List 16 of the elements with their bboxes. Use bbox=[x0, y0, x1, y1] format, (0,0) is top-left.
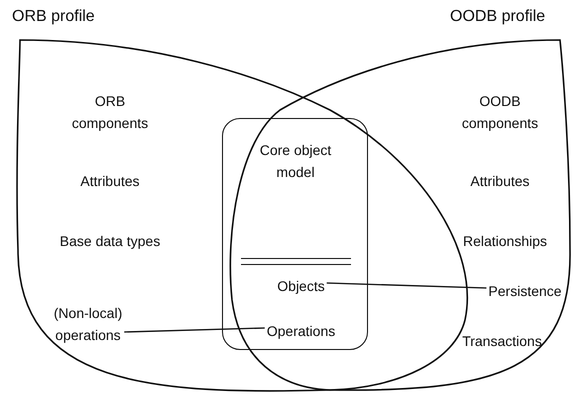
component-text: Operations bbox=[256, 320, 346, 342]
box-title: Core object model bbox=[258, 141, 332, 182]
feature-label: Base data types bbox=[58, 232, 162, 251]
feature-label: Attributes bbox=[79, 172, 141, 191]
profile-heading: ORB profile bbox=[12, 8, 95, 26]
feature-label: Relationships bbox=[462, 232, 548, 251]
component-text: (Non-local) operations bbox=[30, 302, 146, 346]
feature-label: Transactions bbox=[461, 332, 543, 351]
leader-line bbox=[124, 327, 265, 333]
profile-heading: OODB profile bbox=[450, 8, 546, 26]
component-text: Objects bbox=[266, 275, 336, 297]
feature-label: ORB components bbox=[70, 92, 150, 133]
feature-label: OODB components bbox=[460, 92, 540, 133]
feature-label: Attributes bbox=[469, 172, 531, 191]
leader-line bbox=[326, 282, 486, 289]
component-text: Persistence bbox=[478, 280, 572, 302]
